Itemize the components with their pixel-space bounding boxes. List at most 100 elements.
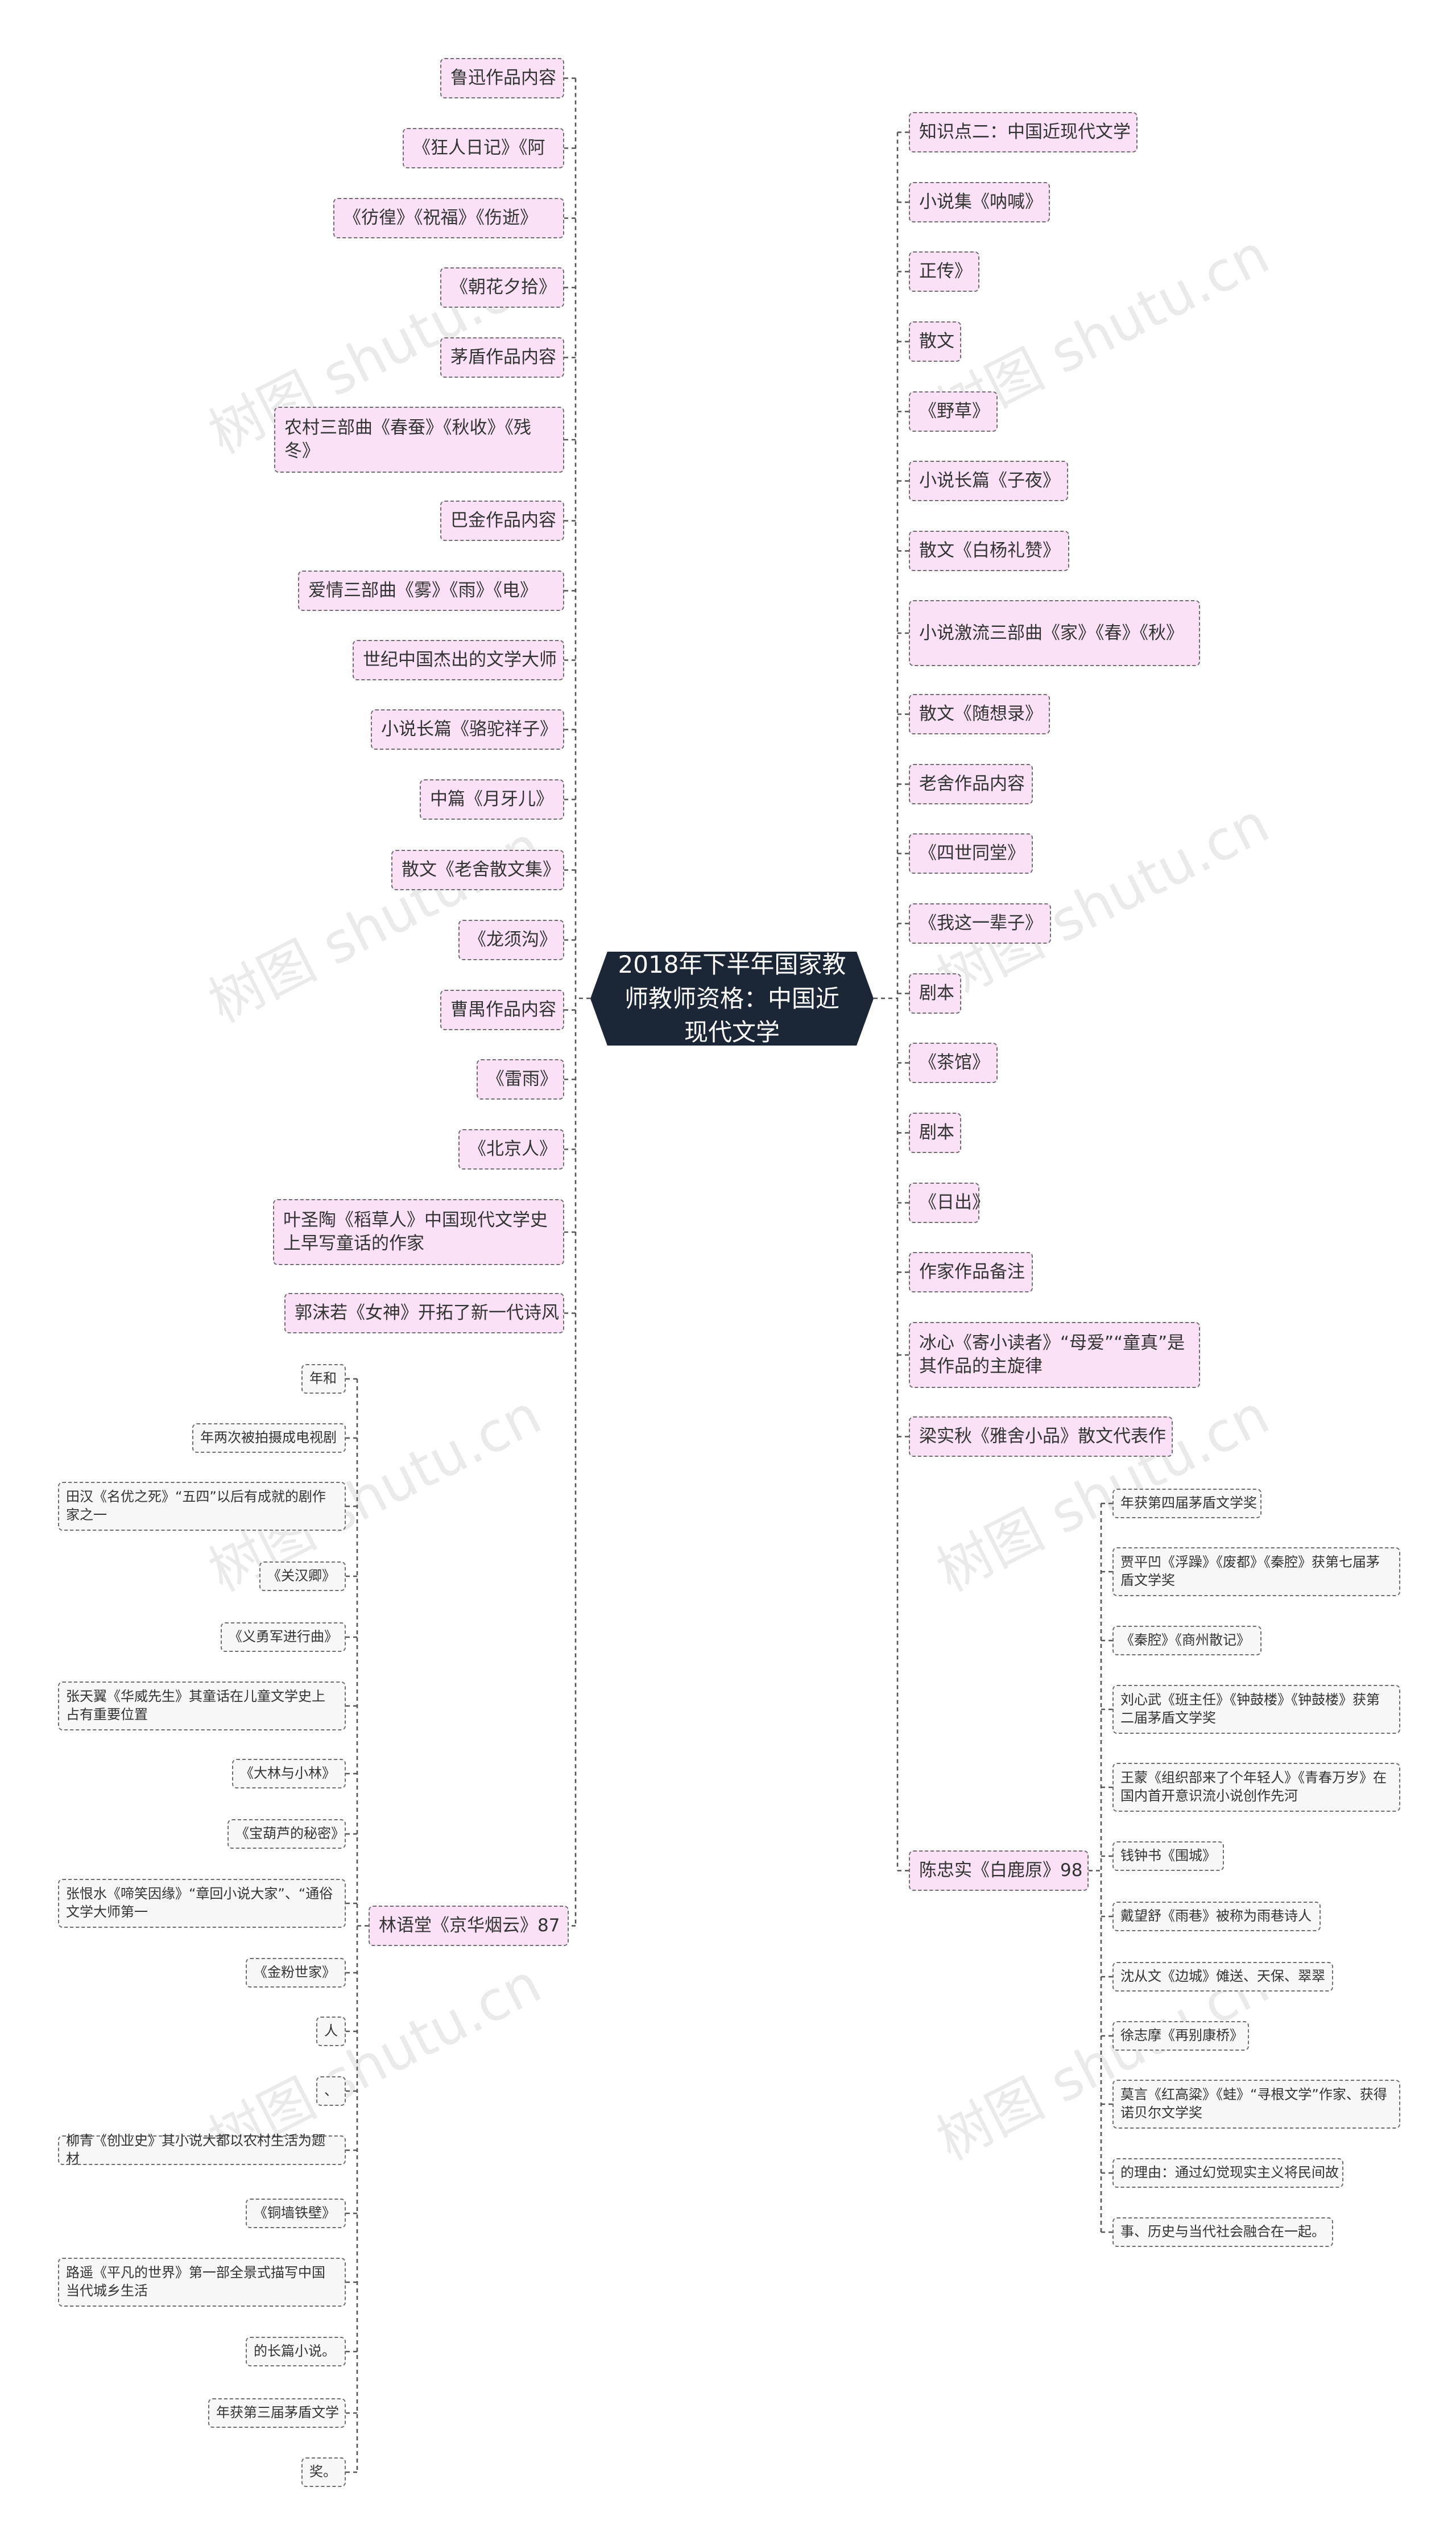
right-subtopic-node-label: 刘心武《班主任》《钟鼓楼》《钟鼓楼》获第二届茅盾文学奖 bbox=[1120, 1692, 1380, 1726]
left-topic-node[interactable]: 曹禺作品内容 bbox=[440, 990, 564, 1030]
left-subtopic-node[interactable]: 《铜墙铁壁》 bbox=[246, 2199, 346, 2228]
left-topic-node[interactable]: 小说长篇《骆驼祥子》 bbox=[371, 709, 564, 750]
left-subtopic-node[interactable]: 《金粉世家》 bbox=[246, 1958, 346, 1988]
right-topic-node[interactable]: 《野草》 bbox=[909, 391, 998, 432]
left-topic-node[interactable]: 《雷雨》 bbox=[477, 1059, 564, 1100]
right-topic-node[interactable]: 作家作品备注 bbox=[909, 1252, 1033, 1292]
right-subtopic-node[interactable]: 年获第四届茅盾文学奖 bbox=[1112, 1489, 1261, 1518]
left-subtopic-node-label: 路遥《平凡的世界》第一部全景式描写中国当代城乡生活 bbox=[66, 2265, 325, 2299]
left-topic-node-label: 散文《老舍散文集》 bbox=[402, 860, 560, 881]
left-subtopic-node[interactable]: 的长篇小说。 bbox=[246, 2337, 346, 2366]
left-topic-node-label: 《龙须沟》 bbox=[469, 929, 557, 951]
left-subtopic-node[interactable]: 张天翼《华威先生》其童话在儿童文学史上占有重要位置 bbox=[58, 1681, 346, 1730]
left-topic-node[interactable]: 爱情三部曲《雾》《雨》《电》 bbox=[298, 571, 564, 611]
left-topic-node[interactable]: 茅盾作品内容 bbox=[440, 337, 564, 378]
right-topic-node-label: 剧本 bbox=[919, 1122, 954, 1143]
left-subtopic-node[interactable]: 《大林与小林》 bbox=[232, 1759, 346, 1788]
left-topic-node-label: 林语堂《京华烟云》87 bbox=[379, 1915, 560, 1936]
left-subtopic-node[interactable]: 田汉《名优之死》“五四”以后有成就的剧作家之一 bbox=[58, 1482, 346, 1531]
right-topic-node[interactable]: 散文《随想录》 bbox=[909, 694, 1050, 734]
left-topic-node-label: 《狂人日记》《阿 bbox=[413, 138, 545, 159]
left-topic-node-label: 茅盾作品内容 bbox=[450, 347, 556, 368]
right-subtopic-node-label: 徐志摩《再别康桥》 bbox=[1120, 2027, 1243, 2044]
left-topic-node[interactable]: 郭沫若《女神》开拓了新一代诗风 bbox=[284, 1293, 564, 1333]
right-topic-node[interactable]: 小说激流三部曲《家》《春》《秋》 bbox=[909, 600, 1200, 666]
left-subtopic-node-label: 《宝葫芦的秘密》 bbox=[235, 1825, 345, 1842]
right-topic-node[interactable]: 散文《白杨礼赞》 bbox=[909, 531, 1069, 571]
left-subtopic-node[interactable]: 柳青《创业史》其小说大都以农村生活为题材 bbox=[58, 2133, 346, 2167]
right-topic-node[interactable]: 《我这一辈子》 bbox=[909, 903, 1051, 944]
left-subtopic-node[interactable]: 年两次被拍摄成电视剧 bbox=[192, 1423, 346, 1453]
left-subtopic-node[interactable]: 人 bbox=[316, 2017, 346, 2046]
right-subtopic-node[interactable]: 戴望舒《雨巷》被称为雨巷诗人 bbox=[1112, 1902, 1321, 1931]
right-topic-node[interactable]: 散文 bbox=[909, 321, 961, 362]
left-topic-node[interactable]: 农村三部曲《春蚕》《秋收》《残冬》 bbox=[274, 407, 564, 473]
left-topic-node[interactable]: 散文《老舍散文集》 bbox=[391, 850, 564, 890]
right-topic-node-label: 小说激流三部曲《家》《春》《秋》 bbox=[919, 622, 1184, 643]
right-topic-node[interactable]: 《四世同堂》 bbox=[909, 833, 1033, 874]
left-subtopic-node[interactable]: 《宝葫芦的秘密》 bbox=[228, 1819, 346, 1849]
left-topic-node[interactable]: 中篇《月牙儿》 bbox=[420, 779, 564, 820]
left-subtopic-node[interactable]: 年获第三届茅盾文学 bbox=[208, 2398, 346, 2428]
right-subtopic-node-label: 《秦腔》《商州散记》 bbox=[1120, 1632, 1250, 1649]
left-subtopic-node[interactable]: 张恨水《啼笑因缘》“章回小说大家”、“通俗文学大师第一 bbox=[58, 1879, 346, 1928]
left-topic-node[interactable]: 鲁迅作品内容 bbox=[440, 58, 564, 98]
left-subtopic-node[interactable]: 《义勇军进行曲》 bbox=[221, 1622, 346, 1652]
left-topic-node[interactable]: 林语堂《京华烟云》87 bbox=[369, 1906, 569, 1946]
right-subtopic-node[interactable]: 徐志摩《再别康桥》 bbox=[1112, 2021, 1249, 2051]
left-topic-node[interactable]: 巴金作品内容 bbox=[440, 501, 564, 541]
left-topic-node[interactable]: 《朝花夕拾》 bbox=[440, 267, 564, 308]
right-subtopic-node-label: 的理由：通过幻觉现实主义将民间故 bbox=[1120, 2164, 1339, 2181]
left-topic-node-label: 《彷徨》《祝福》《伤逝》 bbox=[344, 208, 537, 229]
left-subtopic-node-label: 奖。 bbox=[309, 2464, 337, 2480]
left-subtopic-node[interactable]: 奖。 bbox=[301, 2457, 346, 2487]
right-subtopic-node[interactable]: 《秦腔》《商州散记》 bbox=[1112, 1626, 1261, 1655]
left-subtopic-node-label: 年获第三届茅盾文学 bbox=[216, 2404, 339, 2421]
right-topic-node-label: 《茶馆》 bbox=[919, 1052, 990, 1073]
left-subtopic-node[interactable]: 年和 bbox=[301, 1364, 346, 1394]
left-topic-node[interactable]: 世纪中国杰出的文学大师 bbox=[353, 640, 564, 680]
right-topic-node[interactable]: 知识点二：中国近现代文学 bbox=[909, 112, 1138, 152]
left-topic-node[interactable]: 叶圣陶《稻草人》中国现代文学史上早写童话的作家 bbox=[273, 1199, 564, 1265]
left-subtopic-node-label: 《义勇军进行曲》 bbox=[229, 1629, 338, 1645]
right-subtopic-node-label: 莫言《红高粱》《蛙》“寻根文学”作家、获得诺贝尔文学奖 bbox=[1120, 2087, 1387, 2121]
right-topic-node[interactable]: 梁实秋《雅舍小品》散文代表作 bbox=[909, 1416, 1173, 1457]
right-topic-node[interactable]: 正传》 bbox=[909, 251, 979, 292]
right-topic-node[interactable]: 陈忠实《白鹿原》98 bbox=[909, 1850, 1089, 1891]
right-topic-node[interactable]: 《茶馆》 bbox=[909, 1043, 998, 1083]
left-subtopic-node-label: 张天翼《华威先生》其童话在儿童文学史上占有重要位置 bbox=[66, 1688, 325, 1722]
right-topic-node[interactable]: 老舍作品内容 bbox=[909, 764, 1033, 804]
left-topic-node[interactable]: 《彷徨》《祝福》《伤逝》 bbox=[333, 198, 564, 238]
right-topic-node[interactable]: 冰心《寄小读者》“母爱”“童真”是其作品的主旋律 bbox=[909, 1322, 1200, 1388]
right-subtopic-node-label: 沈从文《边城》傩送、天保、翠翠 bbox=[1120, 1968, 1325, 1985]
right-topic-node-label: 散文《随想录》 bbox=[919, 704, 1043, 725]
right-subtopic-node[interactable]: 的理由：通过幻觉现实主义将民间故 bbox=[1112, 2158, 1343, 2188]
right-topic-node[interactable]: 小说集《呐喊》 bbox=[909, 182, 1050, 222]
left-topic-node[interactable]: 《龙须沟》 bbox=[458, 920, 564, 960]
left-topic-node-label: 爱情三部曲《雾》《雨》《电》 bbox=[308, 580, 537, 601]
right-topic-node[interactable]: 小说长篇《子夜》 bbox=[909, 461, 1068, 501]
right-topic-node[interactable]: 《日出》 bbox=[909, 1183, 990, 1223]
right-topic-node[interactable]: 剧本 bbox=[909, 973, 961, 1014]
left-subtopic-node[interactable]: 、 bbox=[316, 2076, 346, 2106]
left-topic-node[interactable]: 《狂人日记》《阿 bbox=[403, 128, 564, 168]
left-topic-node-label: 小说长篇《骆驼祥子》 bbox=[381, 719, 557, 740]
right-topic-node-label: 作家作品备注 bbox=[919, 1262, 1025, 1283]
root-topic[interactable]: 2018年下半年国家教师教师资格：中国近现代文学 bbox=[590, 952, 874, 1046]
right-subtopic-node[interactable]: 莫言《红高粱》《蛙》“寻根文学”作家、获得诺贝尔文学奖 bbox=[1112, 2080, 1400, 2129]
right-subtopic-node[interactable]: 王蒙《组织部来了个年轻人》《青春万岁》在国内首开意识流小说创作先河 bbox=[1112, 1763, 1400, 1812]
left-topic-node-label: 《北京人》 bbox=[469, 1139, 557, 1160]
left-subtopic-node-label: 《大林与小林》 bbox=[240, 1765, 336, 1782]
right-subtopic-node[interactable]: 刘心武《班主任》《钟鼓楼》《钟鼓楼》获第二届茅盾文学奖 bbox=[1112, 1685, 1400, 1734]
right-topic-node[interactable]: 剧本 bbox=[909, 1113, 961, 1153]
right-subtopic-node[interactable]: 钱钟书《围城》 bbox=[1112, 1841, 1224, 1871]
left-topic-node[interactable]: 《北京人》 bbox=[458, 1129, 564, 1170]
right-subtopic-node[interactable]: 贾平凹《浮躁》《废都》《秦腔》获第七届茅盾文学奖 bbox=[1112, 1547, 1400, 1596]
left-subtopic-node[interactable]: 路遥《平凡的世界》第一部全景式描写中国当代城乡生活 bbox=[58, 2258, 346, 2307]
right-subtopic-node[interactable]: 事、历史与当代社会融合在一起。 bbox=[1112, 2217, 1333, 2247]
left-topic-node-label: 叶圣陶《稻草人》中国现代文学史上早写童话的作家 bbox=[283, 1210, 548, 1254]
right-subtopic-node[interactable]: 沈从文《边城》傩送、天保、翠翠 bbox=[1112, 1962, 1333, 1992]
left-subtopic-node[interactable]: 《关汉卿》 bbox=[259, 1561, 346, 1591]
right-topic-node-label: 梁实秋《雅舍小品》散文代表作 bbox=[919, 1426, 1166, 1447]
left-subtopic-node-label: 、 bbox=[324, 2083, 338, 2099]
